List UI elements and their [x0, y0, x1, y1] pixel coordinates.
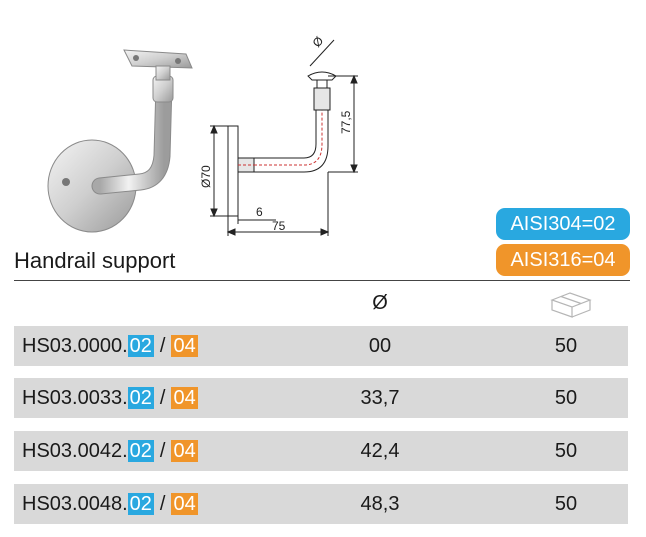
- dim-top-label: Ø: [310, 34, 327, 50]
- article-code-base: HS03.0000.: [22, 335, 128, 357]
- article-code: HS03.0000.02/04: [22, 326, 198, 366]
- article-code: HS03.0033.02/04: [22, 378, 198, 418]
- aisi316-code: 04: [171, 440, 198, 462]
- dim-width-label: 75: [272, 219, 286, 233]
- aisi304-code: 02: [127, 335, 154, 357]
- code-separator: /: [159, 440, 166, 462]
- table-row: HS03.0033.02/04 33,7 50: [14, 378, 628, 418]
- aisi316-code: 04: [171, 387, 198, 409]
- title-divider: [14, 280, 630, 281]
- pack-quantity: 50: [554, 387, 578, 409]
- article-code: HS03.0048.02/04: [22, 484, 198, 524]
- code-separator: /: [159, 335, 166, 357]
- box-icon: [550, 292, 592, 318]
- aisi316-code: 04: [171, 335, 198, 357]
- pack-quantity: 50: [554, 493, 578, 515]
- dim-offset-label: 6: [256, 205, 263, 219]
- badge-aisi304: AISI304=02: [496, 208, 630, 240]
- table-row: HS03.0000.02/04 00 50: [14, 326, 628, 366]
- diameter-value: 33,7: [360, 387, 400, 409]
- article-code-base: HS03.0048.: [22, 493, 128, 515]
- product-photo: [47, 49, 193, 233]
- page-title: Handrail support: [14, 248, 176, 273]
- dim-height-label: 77,5: [339, 110, 353, 134]
- table-row: HS03.0048.02/04 48,3 50: [14, 484, 628, 524]
- badge-aisi316: AISI316=04: [496, 244, 630, 276]
- pack-quantity: 50: [554, 335, 578, 357]
- aisi304-code: 02: [127, 440, 154, 462]
- code-separator: /: [159, 493, 166, 515]
- article-code-base: HS03.0033.: [22, 387, 128, 409]
- technical-drawing: Ø 77,5 Ø70 6 75: [200, 34, 358, 236]
- article-code: HS03.0042.02/04: [22, 431, 198, 471]
- aisi304-code: 02: [127, 493, 154, 515]
- pack-quantity: 50: [554, 440, 578, 462]
- diameter-column-header: Ø: [372, 292, 388, 314]
- table-row: HS03.0042.02/04 42,4 50: [14, 431, 628, 471]
- diameter-value: 48,3: [360, 493, 400, 515]
- code-separator: /: [159, 387, 166, 409]
- aisi316-code: 04: [171, 493, 198, 515]
- article-code-base: HS03.0042.: [22, 440, 128, 462]
- diameter-value: 00: [368, 335, 392, 357]
- diameter-value: 42,4: [360, 440, 400, 462]
- dim-diameter-label: Ø70: [200, 165, 213, 188]
- aisi304-code: 02: [127, 387, 154, 409]
